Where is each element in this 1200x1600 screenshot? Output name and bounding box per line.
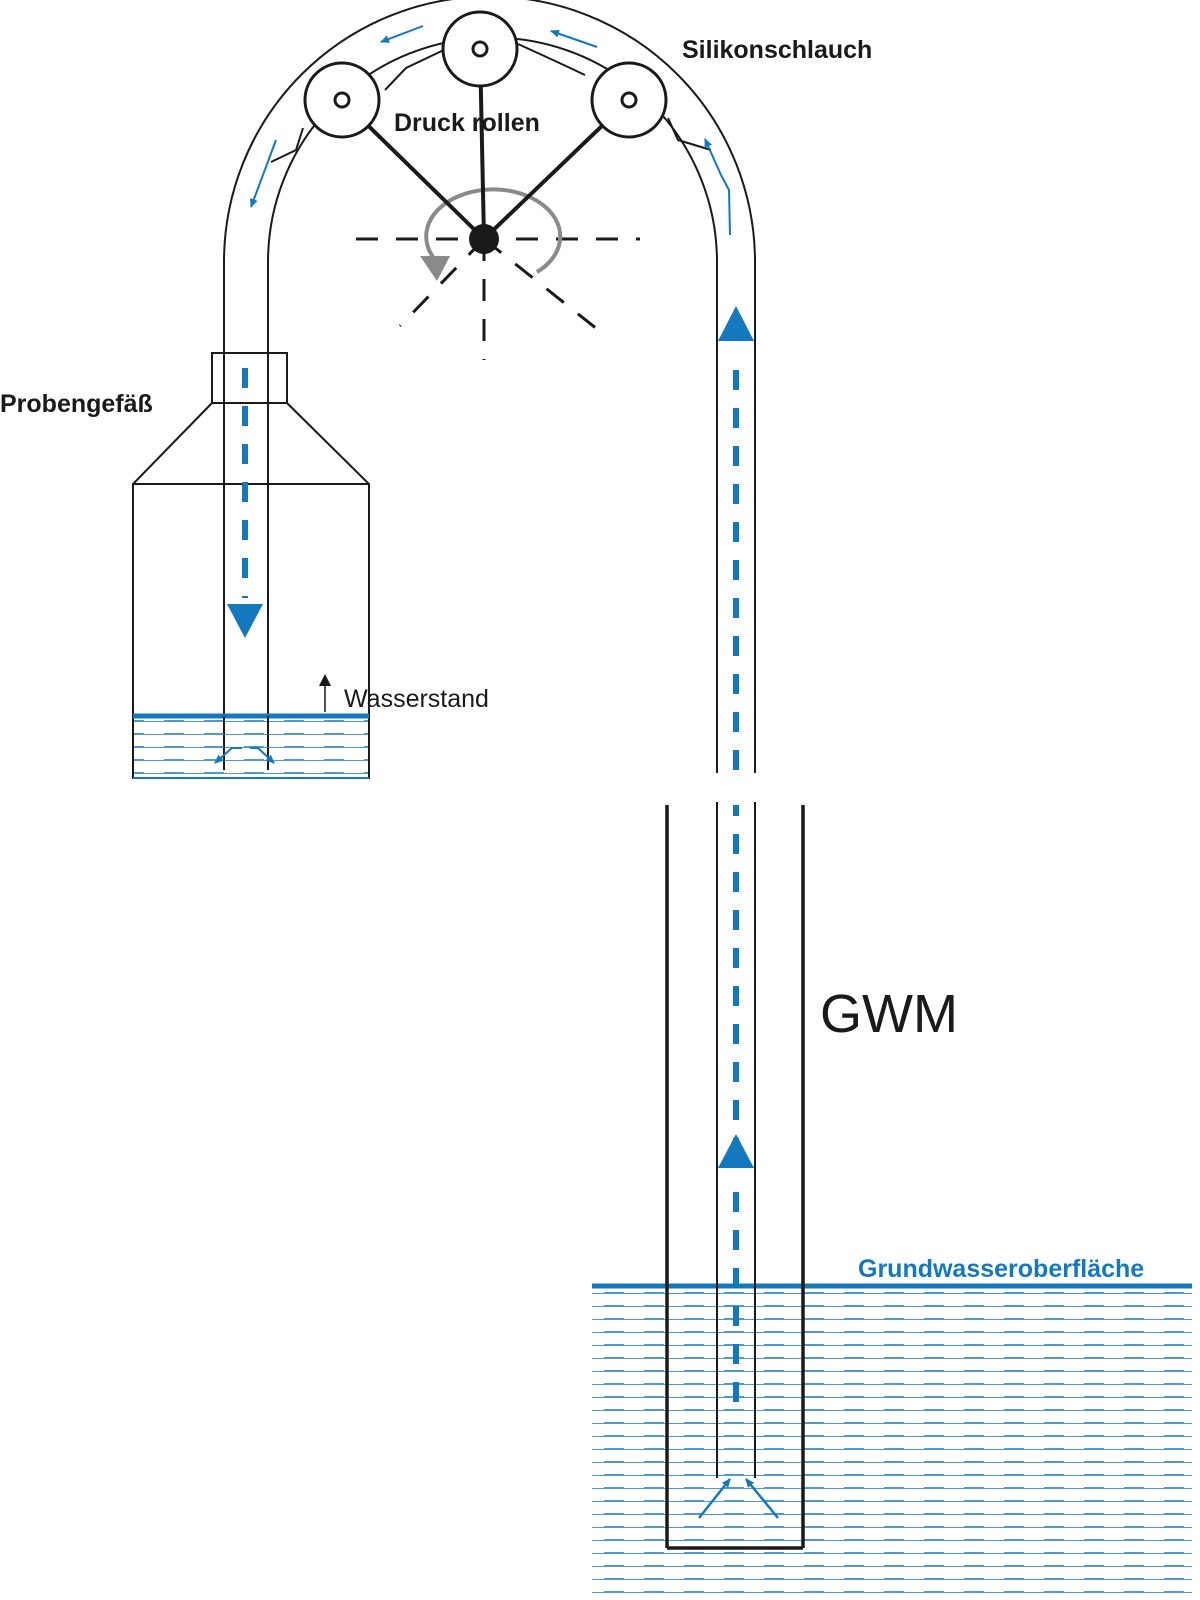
flow-arrow-down-icon bbox=[227, 604, 263, 638]
pressure-roller-right bbox=[590, 61, 668, 139]
rotor-hub bbox=[469, 224, 499, 254]
pressure-roller-left bbox=[303, 61, 381, 139]
flow-arrow-up-icon bbox=[718, 306, 754, 341]
label-druckrollen: Druck rollen bbox=[394, 109, 540, 137]
label-wasserstand: Wasserstand bbox=[344, 685, 489, 713]
label-grundwasseroberflaeche: Grundwasseroberfläche bbox=[858, 1255, 1144, 1283]
flow-indicators bbox=[214, 25, 779, 1519]
water-level-up-arrow-icon bbox=[319, 674, 331, 712]
label-probengefaess: Probengefäß bbox=[0, 390, 153, 418]
label-silikonschlauch: Silikonschlauch bbox=[682, 36, 872, 64]
label-gwm: GWM bbox=[820, 984, 958, 1044]
pressure-roller-top bbox=[441, 10, 519, 88]
flow-arrow-up-icon bbox=[718, 1134, 754, 1168]
groundwater-body bbox=[592, 1283, 1192, 1600]
pump-rotor bbox=[270, 10, 712, 360]
rotation-arrow-icon bbox=[420, 187, 563, 281]
monitoring-well-casing bbox=[665, 805, 805, 1550]
